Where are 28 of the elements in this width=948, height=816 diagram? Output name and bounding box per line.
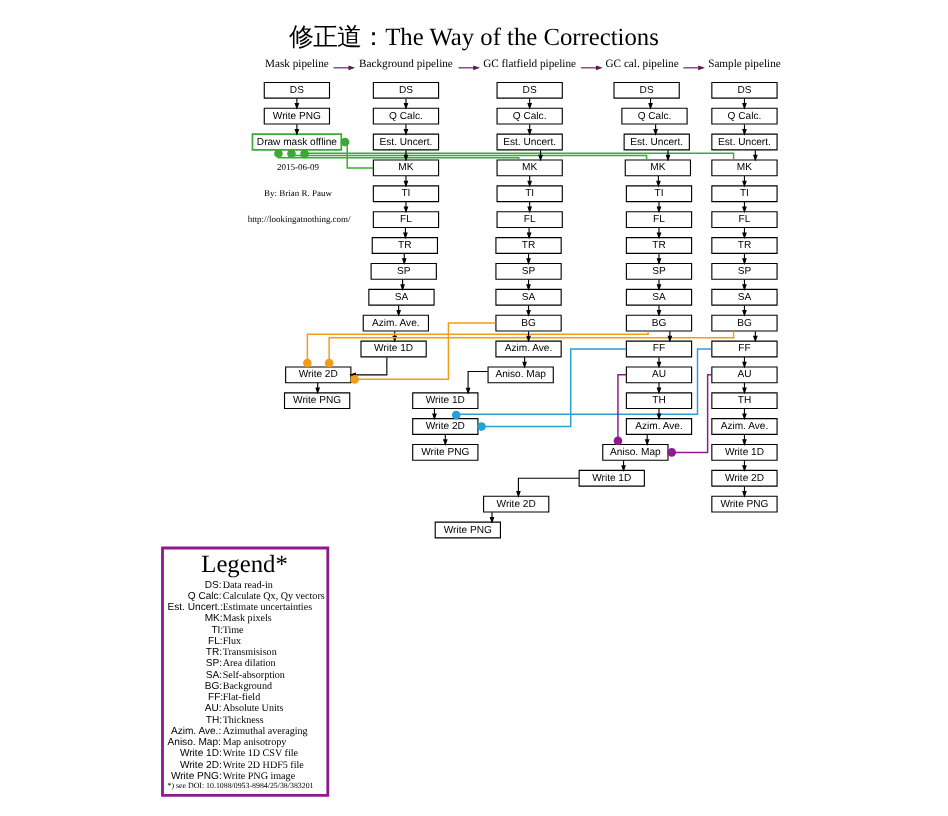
connector — [613, 374, 627, 446]
arrow — [656, 382, 662, 395]
connector — [274, 149, 520, 161]
arrow — [656, 253, 662, 266]
arrow — [294, 97, 300, 110]
connector — [340, 137, 374, 169]
arrow — [656, 227, 662, 240]
arrow — [526, 227, 532, 240]
arrow — [656, 304, 662, 317]
arrow — [403, 123, 409, 136]
arrow — [294, 123, 300, 136]
arrow — [403, 97, 409, 110]
connector — [451, 348, 713, 420]
arrow — [656, 201, 662, 214]
arrow — [403, 201, 409, 214]
arrow — [656, 408, 662, 421]
diagram-title: 修正道：The Way of the Corrections — [289, 22, 659, 51]
arrow — [465, 370, 489, 395]
arrow — [656, 279, 662, 291]
arrow — [656, 356, 662, 369]
arrow — [516, 477, 580, 498]
arrow — [403, 175, 409, 188]
arrow — [403, 149, 409, 162]
connector — [477, 348, 627, 431]
arrow — [665, 149, 671, 162]
connector — [667, 374, 713, 457]
arrow — [489, 511, 495, 524]
arrow — [667, 330, 673, 343]
